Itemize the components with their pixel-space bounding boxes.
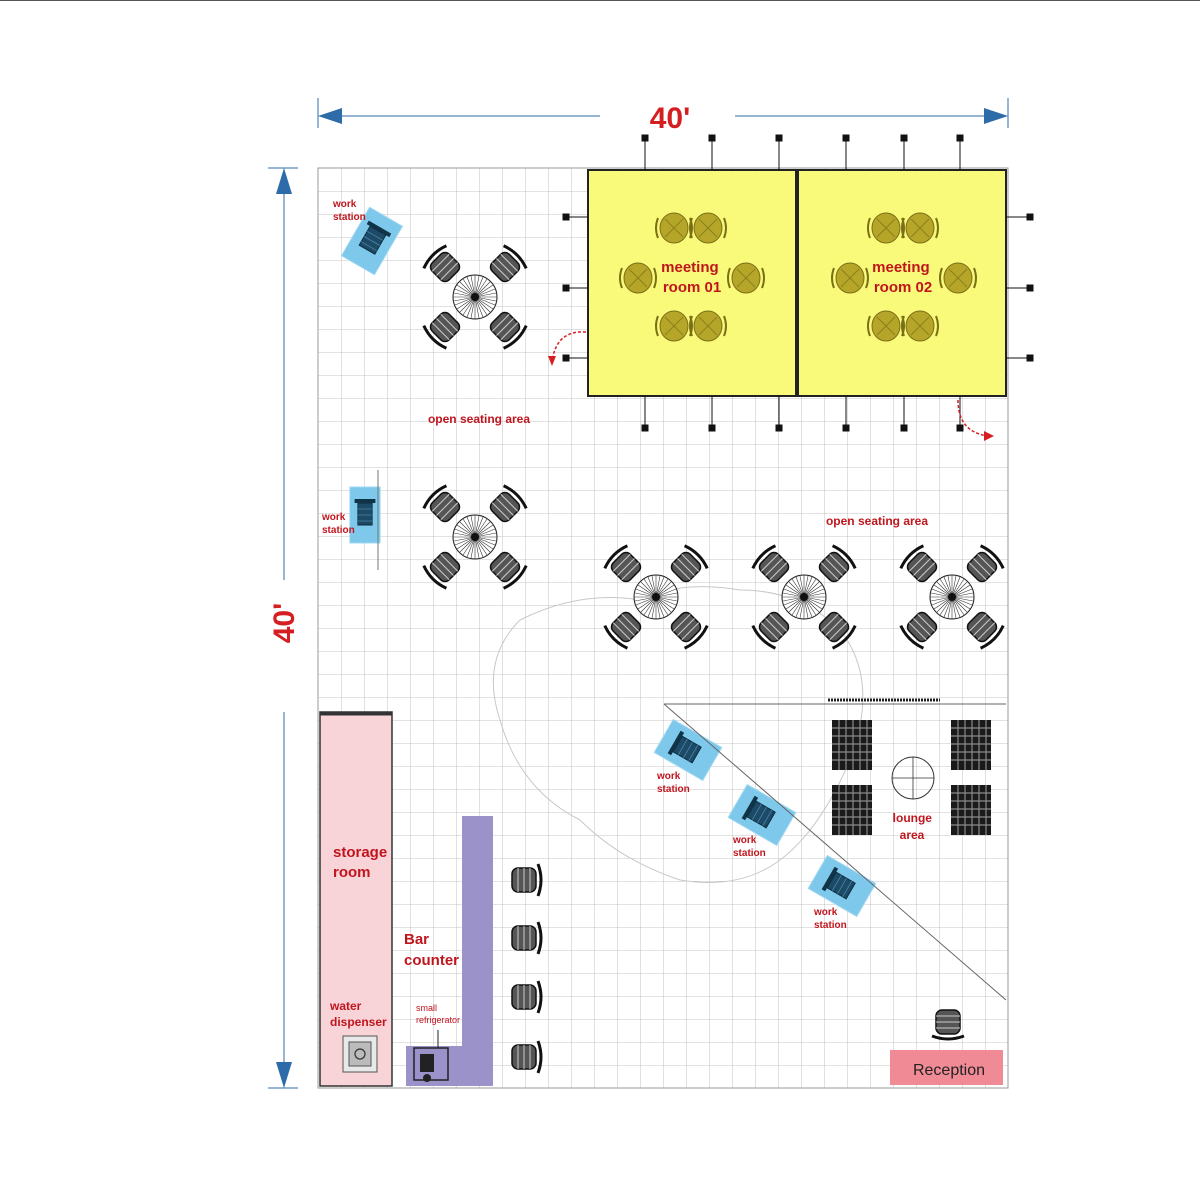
door-swing-icon (984, 431, 994, 441)
door-swing-icon (957, 399, 989, 437)
lounge-label-1: lounge (893, 811, 933, 825)
refrigerator-label-2: refrigerator (416, 1015, 460, 1025)
workstation-4-label-2: station (733, 848, 766, 859)
reception: Reception (890, 1008, 1003, 1085)
storage-label-1: storage (333, 844, 387, 861)
sofa-icon (950, 719, 992, 771)
bar-counter: Bar counter small refrigerator (404, 816, 543, 1086)
water-dispenser-label-2: dispenser (330, 1015, 387, 1029)
height-label: 40' (268, 603, 301, 644)
workstation-1: work station (332, 199, 403, 276)
svg-text:meeting room 02: meeting room 02 (872, 259, 934, 296)
reception-label: Reception (913, 1062, 985, 1079)
workstation-5-label-2: station (814, 920, 847, 931)
workstation-4-label-1: work (732, 835, 757, 846)
workstation-2-label-2: station (322, 525, 355, 536)
workstation-1-label-2: station (333, 212, 366, 223)
bar-label-2: counter (404, 952, 459, 969)
open-seating-label-2: open seating area (826, 514, 928, 528)
dimension-arrow-icon (318, 108, 342, 124)
width-label: 40' (650, 102, 691, 135)
dimension-arrow-icon (276, 168, 292, 194)
svg-text:water dispenser: water dispenser (329, 999, 387, 1029)
water-dispenser-icon (342, 1035, 378, 1073)
height-dimension: 40' (268, 167, 301, 1089)
partition-lines (663, 698, 1007, 1001)
svg-text:work station: work station (656, 771, 690, 795)
workstation-5: work station (807, 855, 877, 931)
meeting-room-01: meeting room 01 (587, 169, 797, 397)
sofa-icon (950, 784, 992, 836)
svg-text:work station: work station (321, 512, 355, 536)
workstation-5-label-1: work (813, 907, 838, 918)
width-dimension: 40' (317, 98, 1009, 135)
workstation-2: work station (321, 470, 381, 570)
dimension-arrow-icon (984, 108, 1008, 124)
workstation-3-label-1: work (656, 771, 681, 782)
workstation-3: work station (653, 719, 723, 795)
meeting-room-02-label-1: meeting (872, 259, 930, 276)
svg-text:lounge area: lounge area (893, 811, 936, 842)
meeting-room-01-label-1: meeting (661, 259, 719, 276)
lounge-area: lounge area (831, 719, 992, 842)
refrigerator-icon (413, 1030, 449, 1082)
dimension-arrow-icon (276, 1062, 292, 1088)
floor-curve-outline (492, 586, 864, 883)
svg-text:small refrigerator: small refrigerator (416, 1003, 460, 1025)
svg-text:meeting room 01: meeting room 01 (661, 259, 723, 296)
door-swing-icon (548, 356, 556, 366)
wall-posts (562, 134, 1034, 432)
meeting-room-02: meeting room 02 (797, 169, 1007, 397)
meeting-room-02-label-2: room 02 (874, 279, 932, 296)
svg-text:work station: work station (732, 835, 766, 859)
sofa-icon (831, 719, 873, 771)
bar-label-1: Bar (404, 931, 429, 948)
top-rule (0, 0, 1200, 1)
workstation-3-label-2: station (657, 784, 690, 795)
lounge-label-2: area (900, 828, 925, 842)
workstation-1-label-1: work (332, 199, 357, 210)
storage-room: storage room water dispenser (319, 711, 393, 1087)
svg-text:work station: work station (332, 199, 366, 223)
workstation-2-label-1: work (321, 512, 346, 523)
coffee-table-icon (891, 756, 935, 800)
svg-text:storage room: storage room (333, 844, 391, 881)
meeting-room-01-label-2: room 01 (663, 279, 721, 296)
sofa-icon (831, 784, 873, 836)
refrigerator-label-1: small (416, 1003, 437, 1013)
workstation-4: work station (727, 784, 797, 859)
svg-text:work station: work station (813, 907, 847, 931)
storage-label-2: room (333, 864, 371, 881)
svg-text:Bar counter: Bar counter (404, 931, 459, 969)
water-dispenser-label-1: water (329, 999, 362, 1013)
open-seating-label-1: open seating area (428, 412, 530, 426)
